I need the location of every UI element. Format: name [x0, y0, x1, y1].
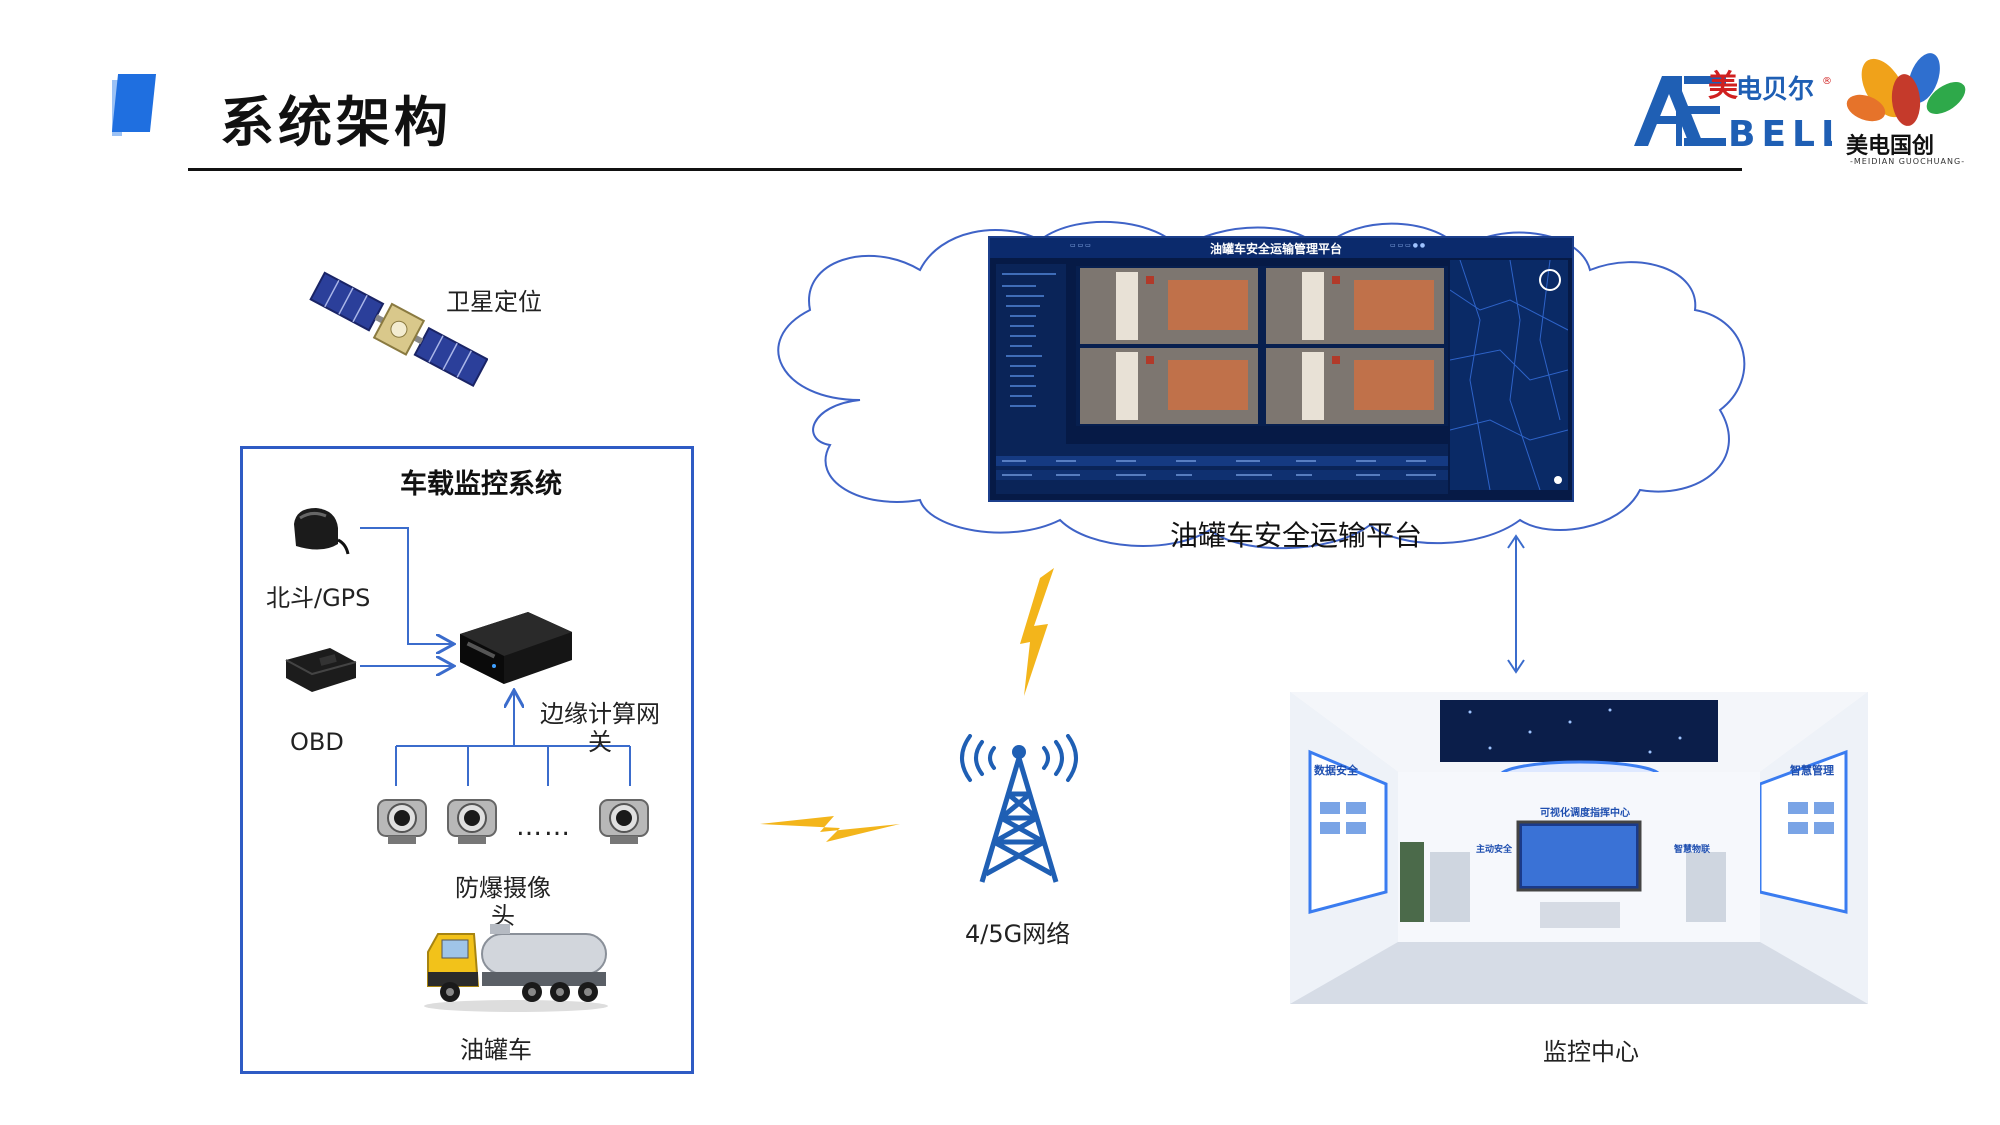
- title-divider: [188, 168, 1742, 171]
- aebell-cn-text: 电贝尔: [1736, 74, 1814, 105]
- title-accent-bar: [111, 74, 157, 132]
- monitoring-center-photo: 可视化调度指挥中心 数据安全 智慧管理 主动安全 智慧物联: [1290, 692, 1868, 1004]
- platform-map: [1449, 259, 1569, 491]
- platform-data-table: [996, 444, 1448, 494]
- network-label: 4/5G网络: [965, 920, 1071, 948]
- platform-sidebar-tree: [996, 264, 1066, 444]
- meidian-name: 美电国创: [1846, 134, 1935, 159]
- cell-tower-icon: [960, 734, 1078, 883]
- mc-sign-left: 主动安全: [1476, 845, 1513, 855]
- platform-screenshot: ▭ ▭ ▭ 油罐车安全运输管理平台 ▭ ▭ ▭ ● ●: [988, 236, 1574, 502]
- meidian-en-name: -MEIDIAN GUOCHUANG-: [1850, 157, 1966, 166]
- satellite-icon: [309, 271, 488, 388]
- meidian-flower-icon: [1846, 53, 1966, 126]
- camera-icon: [447, 799, 497, 844]
- gps-antenna-icon: [294, 508, 350, 555]
- obd-label: OBD: [290, 728, 344, 756]
- monitoring-center-caption: 监控中心: [1543, 1038, 1639, 1066]
- camera-ellipsis: ……: [516, 812, 572, 842]
- platform-topbar: [990, 238, 1572, 258]
- page-title: 系统架构: [220, 91, 452, 154]
- mc-sign-right: 智慧物联: [1674, 845, 1711, 855]
- mc-panel-right: 智慧管理: [1790, 764, 1834, 777]
- bidirectional-arrow: [1507, 534, 1525, 674]
- platform-screen-title: 油罐车安全运输管理平台: [1210, 242, 1343, 256]
- wireless-lightning-icon: [1020, 568, 1054, 696]
- aebell-lead-char: 美: [1708, 69, 1738, 104]
- wireless-lightning-icon: [760, 816, 900, 842]
- platform-video-grid: [1076, 266, 1448, 426]
- mc-screen-title: 可视化调度指挥中心: [1540, 808, 1630, 819]
- platform-tabs-right: ▭ ▭ ▭ ● ●: [1390, 242, 1426, 249]
- tanker-truck-label: 油罐车: [460, 1036, 532, 1064]
- camera-icon: [377, 799, 427, 844]
- edge-gateway-label: 边缘计算网关: [540, 700, 660, 756]
- registered-mark: ®: [1822, 76, 1832, 87]
- aebell-en-text: BELL: [1728, 114, 1832, 154]
- gps-label: 北斗/GPS: [266, 584, 371, 612]
- platform-tabs-left: ▭ ▭ ▭: [1070, 242, 1091, 249]
- tanker-truck-icon: [424, 924, 608, 1012]
- edge-gateway-device-icon: [460, 612, 572, 684]
- satellite-label: 卫星定位: [446, 288, 542, 316]
- vehicle-connectors: [360, 527, 631, 786]
- aebell-logo: 美 电贝尔 BELL ®: [1634, 69, 1832, 154]
- obd-icon: [285, 648, 357, 692]
- platform-caption: 油罐车安全运输平台: [1170, 519, 1423, 552]
- vehicle-system-title: 车载监控系统: [400, 469, 562, 500]
- vehicle-system-box: [240, 446, 694, 1074]
- camera-icon: [599, 799, 649, 844]
- mc-panel-left: 数据安全: [1314, 764, 1358, 777]
